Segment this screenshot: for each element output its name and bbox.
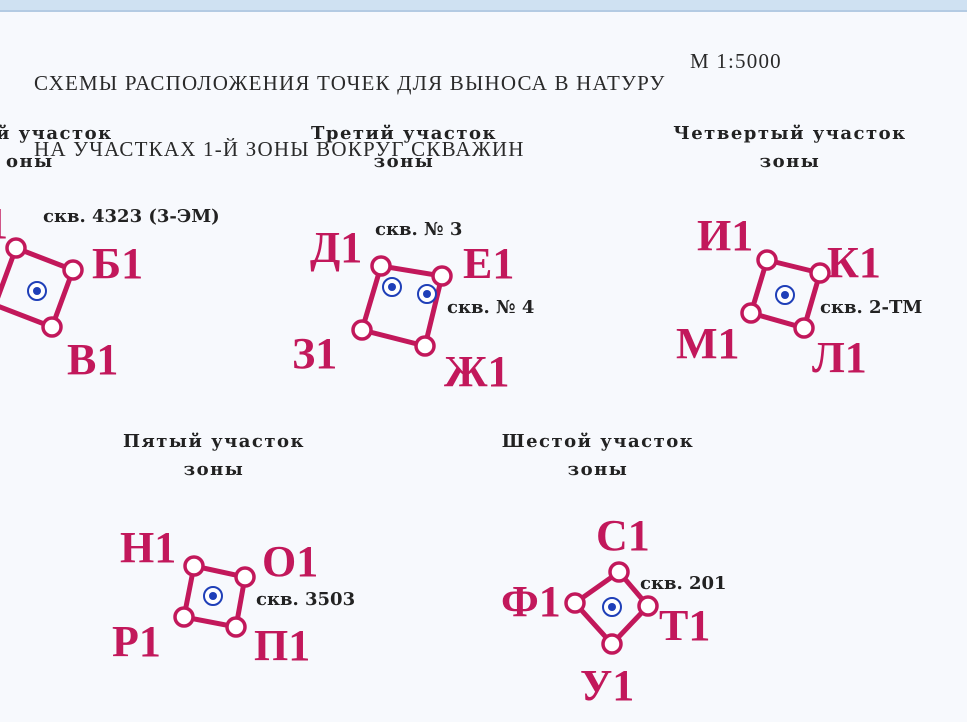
third-corner-bottom-right: [414, 335, 436, 357]
third-heading-line-1: Третий участок: [310, 123, 498, 144]
title-line-1: СХЕМЫ РАСПОЛОЖЕНИЯ ТОЧЕК ДЛЯ ВЫНОСА В НА…: [34, 71, 666, 95]
sixth-corner-left: [564, 592, 586, 614]
point-label-zh1: Ж1: [444, 347, 510, 396]
fourth-corner-bottom-left: [740, 302, 762, 324]
point-label-z1: З1: [292, 329, 338, 378]
sixth-section-heading: Шестой участок зоны: [478, 428, 718, 484]
sixth-corner-bottom: [601, 633, 623, 655]
sixth-plot-scheme: [564, 561, 659, 655]
point-label-n1: Н1: [120, 523, 177, 572]
point-label-b1: Б1: [92, 239, 144, 288]
point-label-second-top-left: 1: [0, 202, 8, 246]
point-label-l1: Л1: [812, 333, 867, 382]
fourth-corner-top-left: [756, 249, 778, 271]
third-heading-line-2: зоны: [373, 151, 435, 172]
second-well-dot: [33, 287, 41, 295]
fourth-corner-top-right: [809, 262, 831, 284]
third-plot-outline: [358, 263, 446, 350]
fourth-well-dot: [781, 291, 789, 299]
fifth-corner-bottom-left: [173, 606, 195, 628]
well-label-2tm: скв. 2-ТМ: [820, 297, 923, 318]
third-corner-top-right: [431, 265, 453, 287]
point-label-u1: У1: [580, 661, 635, 710]
second-corner-bottom-right: [41, 316, 63, 338]
well-label-4: скв. № 4: [447, 297, 535, 318]
sixth-heading-line-2: зоны: [567, 459, 629, 480]
point-label-v1: В1: [67, 335, 119, 384]
fifth-corner-bottom-right: [225, 616, 247, 638]
second-heading-line-1: й участок: [0, 123, 113, 144]
fourth-heading-line-1: Четвертый участок: [673, 123, 907, 144]
third-corner-top-left: [370, 255, 392, 277]
well-label-3: скв. № 3: [375, 219, 463, 240]
point-label-i1: И1: [697, 211, 754, 260]
third-section-heading: Третий участок зоны: [284, 120, 524, 176]
fourth-section-heading: Четвертый участок зоны: [640, 120, 940, 176]
sixth-heading-line-1: Шестой участок: [501, 431, 695, 452]
third-plot-scheme: [351, 255, 453, 357]
fourth-heading-line-2: зоны: [759, 151, 821, 172]
point-label-e1: Е1: [463, 239, 515, 288]
third-corner-bottom-left: [351, 319, 373, 341]
second-corner-top-left: [5, 237, 27, 259]
well-label-3503: скв. 3503: [256, 589, 356, 610]
fourth-corner-bottom-right: [793, 317, 815, 339]
well-label-201: скв. 201: [640, 573, 727, 594]
point-label-m1: М1: [676, 319, 740, 368]
sixth-corner-top: [608, 561, 630, 583]
second-corner-top-right: [62, 259, 84, 281]
fourth-plot-scheme: [740, 249, 831, 339]
fifth-corner-top-left: [183, 555, 205, 577]
top-border: [0, 0, 967, 12]
second-plot-scheme: [0, 237, 84, 338]
point-label-f1: Ф1: [501, 577, 561, 626]
page-title: СХЕМЫ РАСПОЛОЖЕНИЯ ТОЧЕК ДЛЯ ВЫНОСА В НА…: [34, 28, 781, 226]
point-label-t1: Т1: [659, 601, 711, 650]
third-well-dot-2: [423, 290, 431, 298]
sixth-well-dot: [608, 603, 616, 611]
point-label-o1: О1: [262, 537, 319, 586]
point-label-k1: К1: [827, 238, 881, 287]
point-label-r1: Р1: [112, 617, 161, 666]
third-well-dot-1: [388, 283, 396, 291]
scale-label: М 1:5000: [690, 49, 782, 73]
point-label-d1: Д1: [310, 223, 363, 272]
fifth-well-dot: [209, 592, 217, 600]
fifth-section-heading: Пятый участок зоны: [94, 428, 334, 484]
point-label-s1: С1: [596, 511, 650, 560]
title-line-2: НА УЧАСТКАХ 1-Й ЗОНЫ ВОКРУГ СКВАЖИН: [34, 137, 525, 161]
fifth-heading-line-2: зоны: [183, 459, 245, 480]
fifth-corner-top-right: [234, 566, 256, 588]
second-section-heading: й участок оны: [0, 120, 136, 176]
point-label-p1: П1: [254, 621, 311, 670]
well-label-4323: скв. 4323 (3-ЭМ): [43, 206, 220, 227]
sixth-corner-right: [637, 595, 659, 617]
second-heading-line-2: оны: [6, 151, 54, 172]
fifth-heading-line-1: Пятый участок: [122, 431, 306, 452]
fifth-plot-scheme: [173, 555, 256, 638]
